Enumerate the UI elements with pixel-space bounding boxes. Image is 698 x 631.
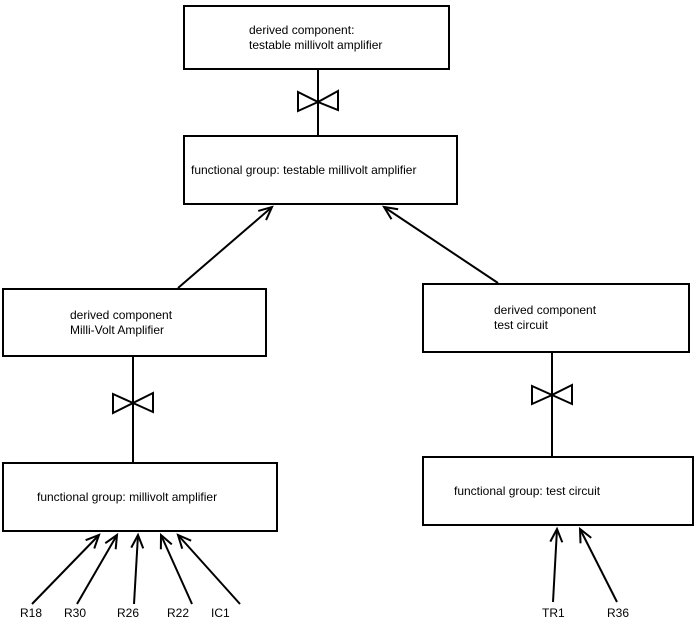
box-text-line: testable millivolt amplifier bbox=[249, 37, 383, 52]
arrow-ic1 bbox=[176, 533, 241, 605]
connector-top bbox=[297, 70, 339, 135]
connector-left bbox=[112, 357, 154, 462]
box-text-line: Milli-Volt Amplifier bbox=[70, 322, 165, 337]
box-text-line: derived component bbox=[70, 307, 173, 322]
leaf-label-r36: R36 bbox=[607, 606, 630, 620]
leaf-label-r26: R26 bbox=[117, 606, 140, 620]
arrow-left-derived-to-top-functional bbox=[177, 205, 274, 289]
bowtie-icon bbox=[112, 391, 154, 415]
arrow-r18 bbox=[31, 533, 101, 605]
box-text-line: derived component: bbox=[249, 22, 355, 37]
arrow-tr1 bbox=[549, 526, 564, 603]
bowtie-icon bbox=[297, 89, 339, 113]
box-functional-group-millivolt-amplifier: functional group: millivolt amplifier bbox=[2, 462, 278, 532]
leaf-label-tr1: TR1 bbox=[542, 606, 565, 620]
arrow-right-derived-to-top-functional bbox=[382, 205, 499, 284]
leaf-label-r30: R30 bbox=[64, 606, 87, 620]
box-derived-component-test-circuit: derived component test circuit bbox=[422, 283, 690, 353]
box-derived-component-testable-millivolt-amplifier: derived component: testable millivolt am… bbox=[183, 5, 450, 70]
box-text-line: derived component bbox=[494, 303, 597, 317]
leaf-label-r22: R22 bbox=[167, 606, 190, 620]
box-text-line: functional group: millivolt amplifier bbox=[37, 489, 218, 504]
box-text-line: functional group: test circuit bbox=[454, 483, 601, 498]
arrow-r36 bbox=[578, 526, 618, 603]
box-functional-group-test-circuit: functional group: test circuit bbox=[422, 456, 694, 526]
bowtie-icon bbox=[531, 383, 573, 406]
arrow-r26 bbox=[130, 532, 145, 605]
box-text-line: test circuit bbox=[494, 318, 549, 332]
arrow-r22 bbox=[159, 532, 193, 605]
leaf-label-r18: R18 bbox=[20, 606, 43, 620]
box-text-line: functional group: testable millivolt amp… bbox=[191, 162, 417, 177]
connector-right bbox=[531, 353, 573, 456]
arrow-r30 bbox=[76, 532, 119, 605]
box-derived-component-millivolt-amplifier: derived component Milli-Volt Amplifier bbox=[2, 288, 267, 357]
box-functional-group-testable-millivolt-amplifier: functional group: testable millivolt amp… bbox=[183, 135, 458, 205]
leaf-label-ic1: IC1 bbox=[211, 606, 230, 620]
